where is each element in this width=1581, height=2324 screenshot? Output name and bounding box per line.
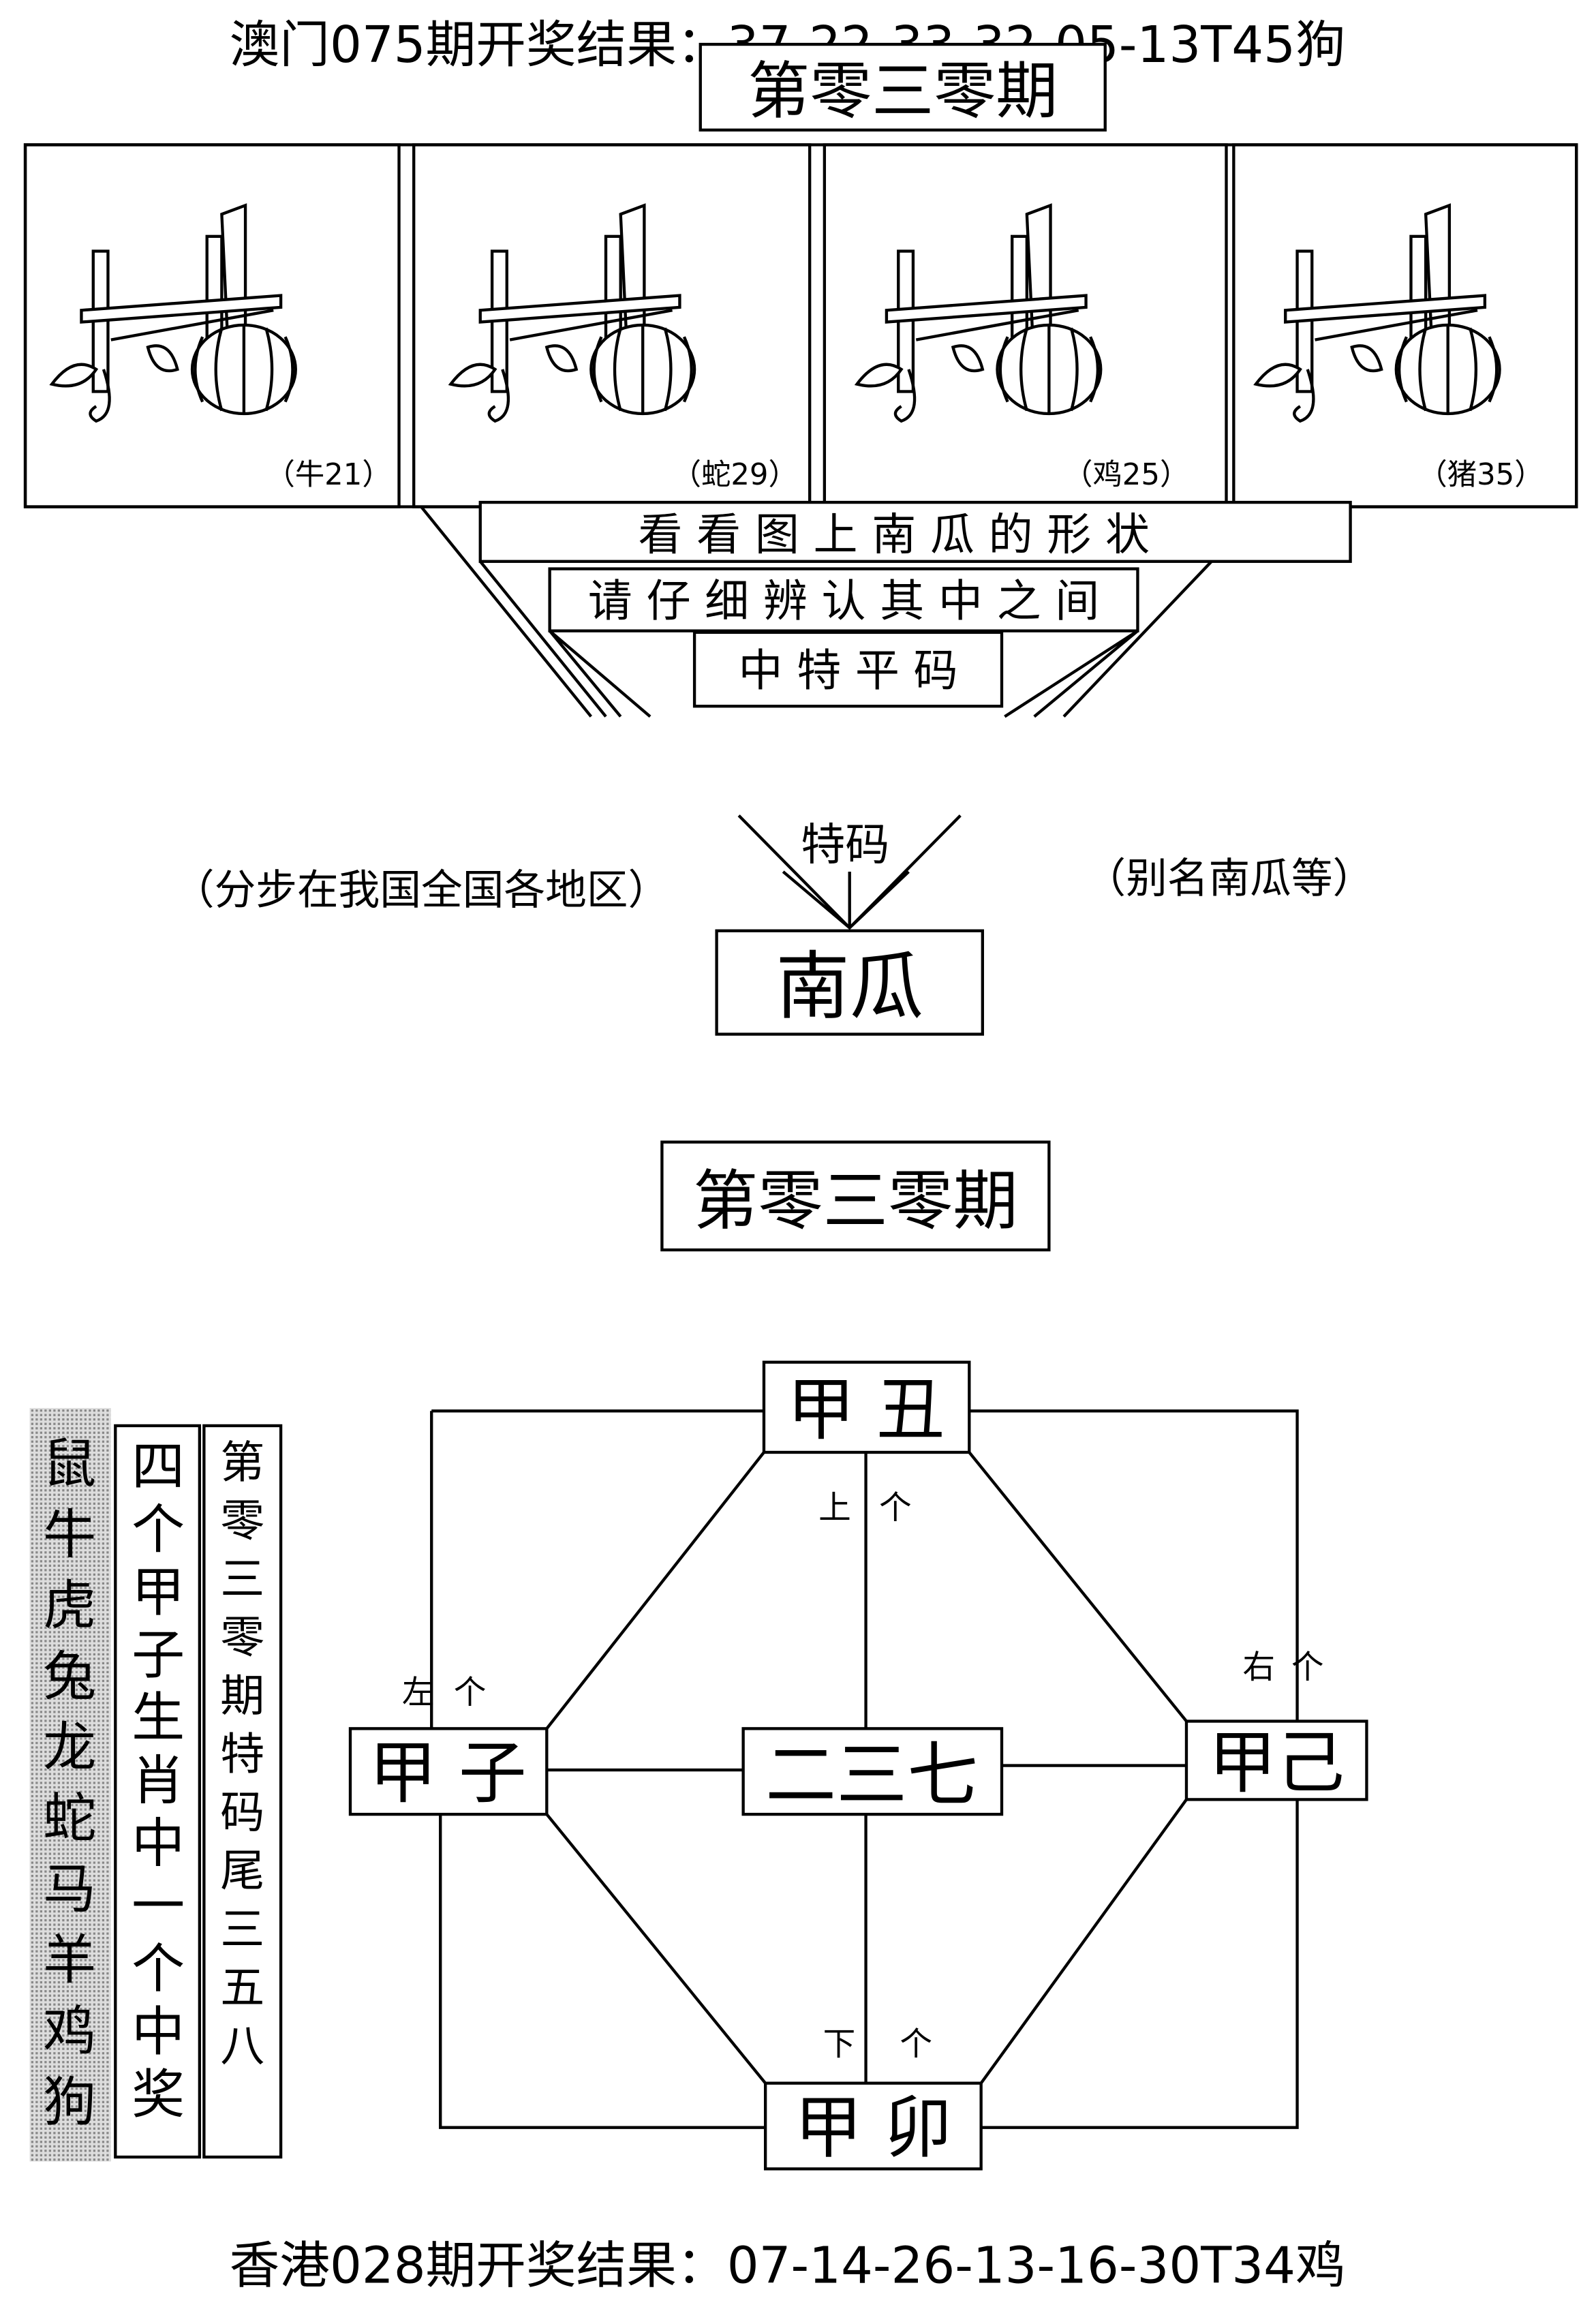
pumpkin-panel-4: （猪35）: [1232, 143, 1578, 508]
pumpkin-caption: （鸡25）: [1063, 458, 1189, 492]
issue-title-2: 第零三零期: [693, 1163, 1018, 1239]
diagram-lines: [430, 1409, 1299, 2129]
pumpkin-illustration: [857, 205, 1101, 421]
right-note: （别名南瓜等）: [1084, 855, 1374, 902]
tail-char: 五: [220, 1962, 264, 2013]
zodiacs-char: 牛: [43, 1504, 96, 1565]
tail-char: 八: [220, 2021, 264, 2072]
pumpkin-illustration: [52, 205, 296, 421]
hint-column-box: [114, 1424, 202, 2159]
hint-char: 个: [132, 1499, 185, 1561]
tail-char: 码: [220, 1788, 264, 1839]
node-bottom: 甲 卯: [795, 2088, 952, 2167]
issue-title-box-2: [660, 1140, 1051, 1252]
zodiacs-char: 虎: [43, 1575, 96, 1636]
hint-char: 中: [132, 1813, 185, 1874]
riddle-line-1-box: [478, 500, 1352, 563]
hint-char: 中: [132, 2002, 185, 2063]
hk-result-text: 香港028期开奖结果：07-14-26-13-16-30T34鸡: [230, 2237, 1346, 2295]
pumpkin-caption: （蛇29）: [672, 458, 798, 492]
tail-column-box: [202, 1424, 283, 2159]
pumpkin-panel-2: （蛇29）: [412, 143, 812, 508]
node-right: 甲己: [1208, 1723, 1344, 1803]
tail-char: 零: [220, 1612, 264, 1664]
hint-char: 肖: [132, 1750, 185, 1811]
pumpkin-caption: （牛21）: [265, 458, 391, 492]
tail-char: 三: [220, 1904, 264, 1955]
node-center: 二三七: [765, 1733, 978, 1816]
v-lines: [737, 814, 962, 930]
zodiacs-char: 鼠: [43, 1433, 96, 1495]
node-left: 甲 子: [369, 1733, 526, 1813]
pumpkin-caption: （猪35）: [1417, 458, 1544, 492]
riddle-line-2-box: [548, 567, 1139, 632]
riddle-line-1: 看 看 图 上 南 瓜 的 形 状: [639, 509, 1150, 560]
label-bottom-2: 个: [900, 2025, 932, 2063]
node-top: 甲 丑: [787, 1370, 945, 1450]
issue-title-box: [699, 42, 1107, 132]
pumpkin-panel-3: （鸡25）: [823, 143, 1228, 508]
node-top-box: [762, 1360, 971, 1454]
zodiacs-char: 鸡: [43, 2001, 96, 2062]
label-top-1: 上: [818, 1490, 851, 1527]
zodiac-column-bg: [29, 1407, 111, 2162]
zodiacs-char: 羊: [43, 1930, 96, 1991]
answer-box: [715, 929, 984, 1036]
tail-char: 特: [220, 1729, 264, 1780]
label-right-1: 右: [1242, 1649, 1275, 1687]
funnel-lines: [420, 506, 1213, 718]
label-right-2: 个: [1291, 1649, 1324, 1687]
label-left-2: 个: [454, 1675, 487, 1712]
node-bottom-box: [763, 2081, 983, 2171]
pumpkin-panel-1: （牛21）: [23, 143, 401, 508]
hint-char: 一: [132, 1876, 185, 1938]
node-left-box: [348, 1727, 549, 1816]
special-code-label: 特码: [801, 820, 889, 871]
hint-char: 甲: [132, 1562, 185, 1623]
node-center-box: [741, 1727, 1004, 1816]
riddle-line-3-box: [692, 630, 1004, 708]
hint-char: 子: [132, 1625, 185, 1686]
left-note: （分步在我国全国各地区）: [173, 867, 669, 915]
tail-char: 第: [220, 1437, 264, 1488]
hint-char: 个: [132, 1939, 185, 2000]
hint-char: 四: [132, 1437, 185, 1498]
tail-char: 三: [220, 1554, 264, 1605]
label-bottom-1: 下: [823, 2025, 856, 2063]
zodiacs-char: 兔: [43, 1647, 96, 1708]
hint-char: 奖: [132, 2064, 185, 2126]
zodiacs-char: 马: [43, 1859, 96, 1921]
zodiacs-char: 龙: [43, 1717, 96, 1779]
pumpkin-illustration: [450, 205, 694, 421]
pumpkin-illustration: [1256, 205, 1500, 421]
node-right-box: [1184, 1719, 1368, 1801]
tail-char: 零: [220, 1495, 264, 1546]
label-left-1: 左: [402, 1675, 435, 1712]
tail-char: 尾: [220, 1846, 264, 1897]
issue-title: 第零三零期: [748, 55, 1058, 127]
label-top-2: 个: [879, 1490, 912, 1527]
zodiacs-char: 狗: [43, 2072, 96, 2133]
zodiacs-char: 蛇: [43, 1788, 96, 1850]
tail-char: 期: [220, 1670, 264, 1722]
hint-char: 生: [132, 1687, 185, 1749]
riddle-line-2: 请 仔 细 辨 认 其 中 之 间: [588, 576, 1099, 627]
riddle-line-3: 中 特 平 码: [739, 645, 958, 697]
answer-text: 南瓜: [776, 943, 923, 1030]
